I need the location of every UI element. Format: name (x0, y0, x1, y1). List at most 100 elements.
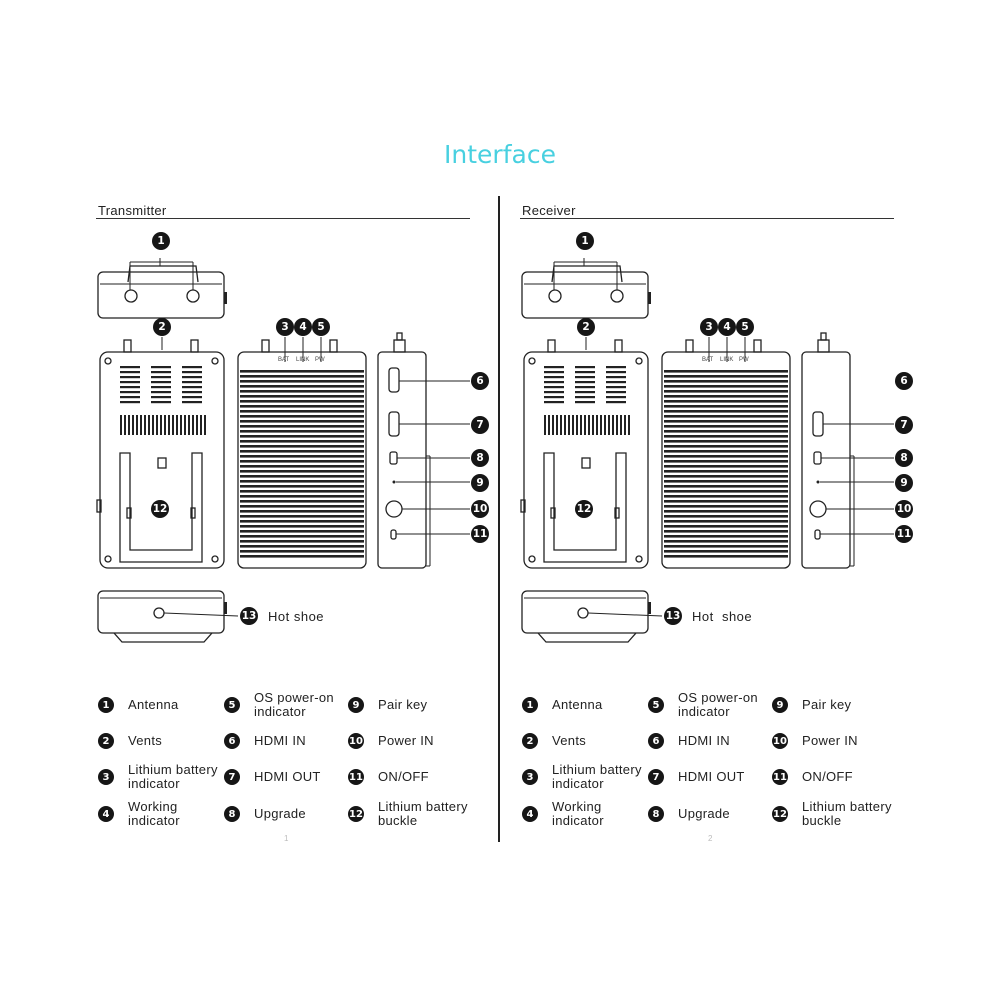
legend-label: HDMI OUT (254, 769, 321, 784)
legend-badge: 1 (522, 697, 538, 713)
callout-link: 4 (718, 318, 736, 336)
heading-rule (96, 218, 470, 219)
legend-label: Lithium battery buckle (802, 799, 892, 828)
legend-label: ON/OFF (378, 769, 429, 784)
legend-badge: 9 (772, 697, 788, 713)
callout-antenna: 1 (576, 232, 594, 250)
legend-label: Upgrade (254, 806, 306, 821)
legend-label: Working indicator (128, 799, 180, 828)
legend-badge: 2 (522, 733, 538, 749)
callout-onoff: 11 (895, 525, 913, 543)
legend-badge: 12 (772, 806, 788, 822)
callout-hdmi-out: 7 (471, 416, 489, 434)
legend-badge: 5 (224, 697, 240, 713)
upgrade-port (813, 451, 822, 465)
legend-badge: 7 (224, 769, 240, 785)
legend-label: Antenna (552, 697, 603, 712)
legend-label: Vents (552, 733, 587, 748)
legend-label: Power IN (802, 733, 858, 748)
callout-bat: 3 (700, 318, 718, 336)
callout-hotshoe: 13 (240, 607, 258, 625)
callout-battery-buckle: 12 (151, 500, 169, 518)
legend-label: Pair key (802, 697, 852, 712)
legend-label: OS power-on indicator (678, 690, 758, 719)
panel-heading: Receiver (522, 203, 576, 218)
callout-hdmi-in: 6 (895, 372, 913, 390)
page-title: Interface (444, 140, 556, 169)
legend-badge: 11 (772, 769, 788, 785)
heading-rule (520, 218, 894, 219)
legend-label: Pair key (378, 697, 428, 712)
panel-divider (498, 196, 500, 842)
power-in-jack (809, 500, 827, 518)
led-label-pw: PW (315, 357, 325, 363)
hdmi-in-port (388, 367, 400, 393)
legend-badge: 4 (522, 806, 538, 822)
back-view (96, 337, 225, 569)
legend-badge: 6 (224, 733, 240, 749)
legend-badge: 1 (98, 697, 114, 713)
hdmi-out-port (812, 411, 824, 437)
callout-battery-buckle: 12 (575, 500, 593, 518)
callout-antenna: 1 (152, 232, 170, 250)
callout-bat: 3 (276, 318, 294, 336)
callout-power: 10 (895, 500, 913, 518)
front-view (661, 339, 791, 569)
legend-badge: 3 (98, 769, 114, 785)
top-view (97, 258, 227, 319)
pair-key-hole (392, 480, 396, 484)
callout-link: 4 (294, 318, 312, 336)
pair-key-hole (816, 480, 820, 484)
panel-heading: Transmitter (98, 203, 167, 218)
legend-label: HDMI OUT (678, 769, 745, 784)
hotshoe-label: Hot shoe (268, 609, 325, 624)
callout-hdmi-out: 7 (895, 416, 913, 434)
hdmi-out-port (388, 411, 400, 437)
callout-hotshoe: 13 (664, 607, 682, 625)
legend-badge: 10 (348, 733, 364, 749)
callout-onoff: 11 (471, 525, 489, 543)
legend-label: Upgrade (678, 806, 730, 821)
back-view (520, 337, 649, 569)
side-view (801, 332, 855, 569)
hotshoe-label: Hot shoe (692, 609, 753, 624)
led-label-pw: PW (739, 357, 749, 363)
legend-badge: 5 (648, 697, 664, 713)
legend-badge: 7 (648, 769, 664, 785)
callout-pw: 5 (312, 318, 330, 336)
led-label-link: LINK (720, 357, 734, 363)
legend-badge: 2 (98, 733, 114, 749)
led-label-bat: BAT (278, 357, 290, 363)
front-view (237, 339, 367, 569)
page-number: 2 (708, 834, 713, 843)
legend-badge: 3 (522, 769, 538, 785)
callout-upgrade: 8 (471, 449, 489, 467)
callout-vents: 2 (153, 318, 171, 336)
onoff-switch (390, 529, 397, 540)
legend-badge: 12 (348, 806, 364, 822)
legend-badge: 6 (648, 733, 664, 749)
device-diagram (96, 258, 470, 643)
onoff-switch (814, 529, 821, 540)
legend-label: Lithium battery indicator (128, 762, 218, 791)
legend-label: HDMI IN (678, 733, 730, 748)
power-in-jack (385, 500, 403, 518)
legend-badge: 9 (348, 697, 364, 713)
callout-upgrade: 8 (895, 449, 913, 467)
legend-badge: 8 (648, 806, 664, 822)
device-diagram (520, 258, 894, 643)
legend-badge: 11 (348, 769, 364, 785)
legend-label: OS power-on indicator (254, 690, 334, 719)
legend-badge: 10 (772, 733, 788, 749)
page-number: 1 (284, 834, 289, 843)
callout-pair: 9 (895, 474, 913, 492)
legend-label: ON/OFF (802, 769, 853, 784)
legend-badge: 4 (98, 806, 114, 822)
legend-label: Vents (128, 733, 163, 748)
legend-badge: 8 (224, 806, 240, 822)
bottom-view (97, 590, 239, 643)
callout-vents: 2 (577, 318, 595, 336)
led-label-bat: BAT (702, 357, 714, 363)
